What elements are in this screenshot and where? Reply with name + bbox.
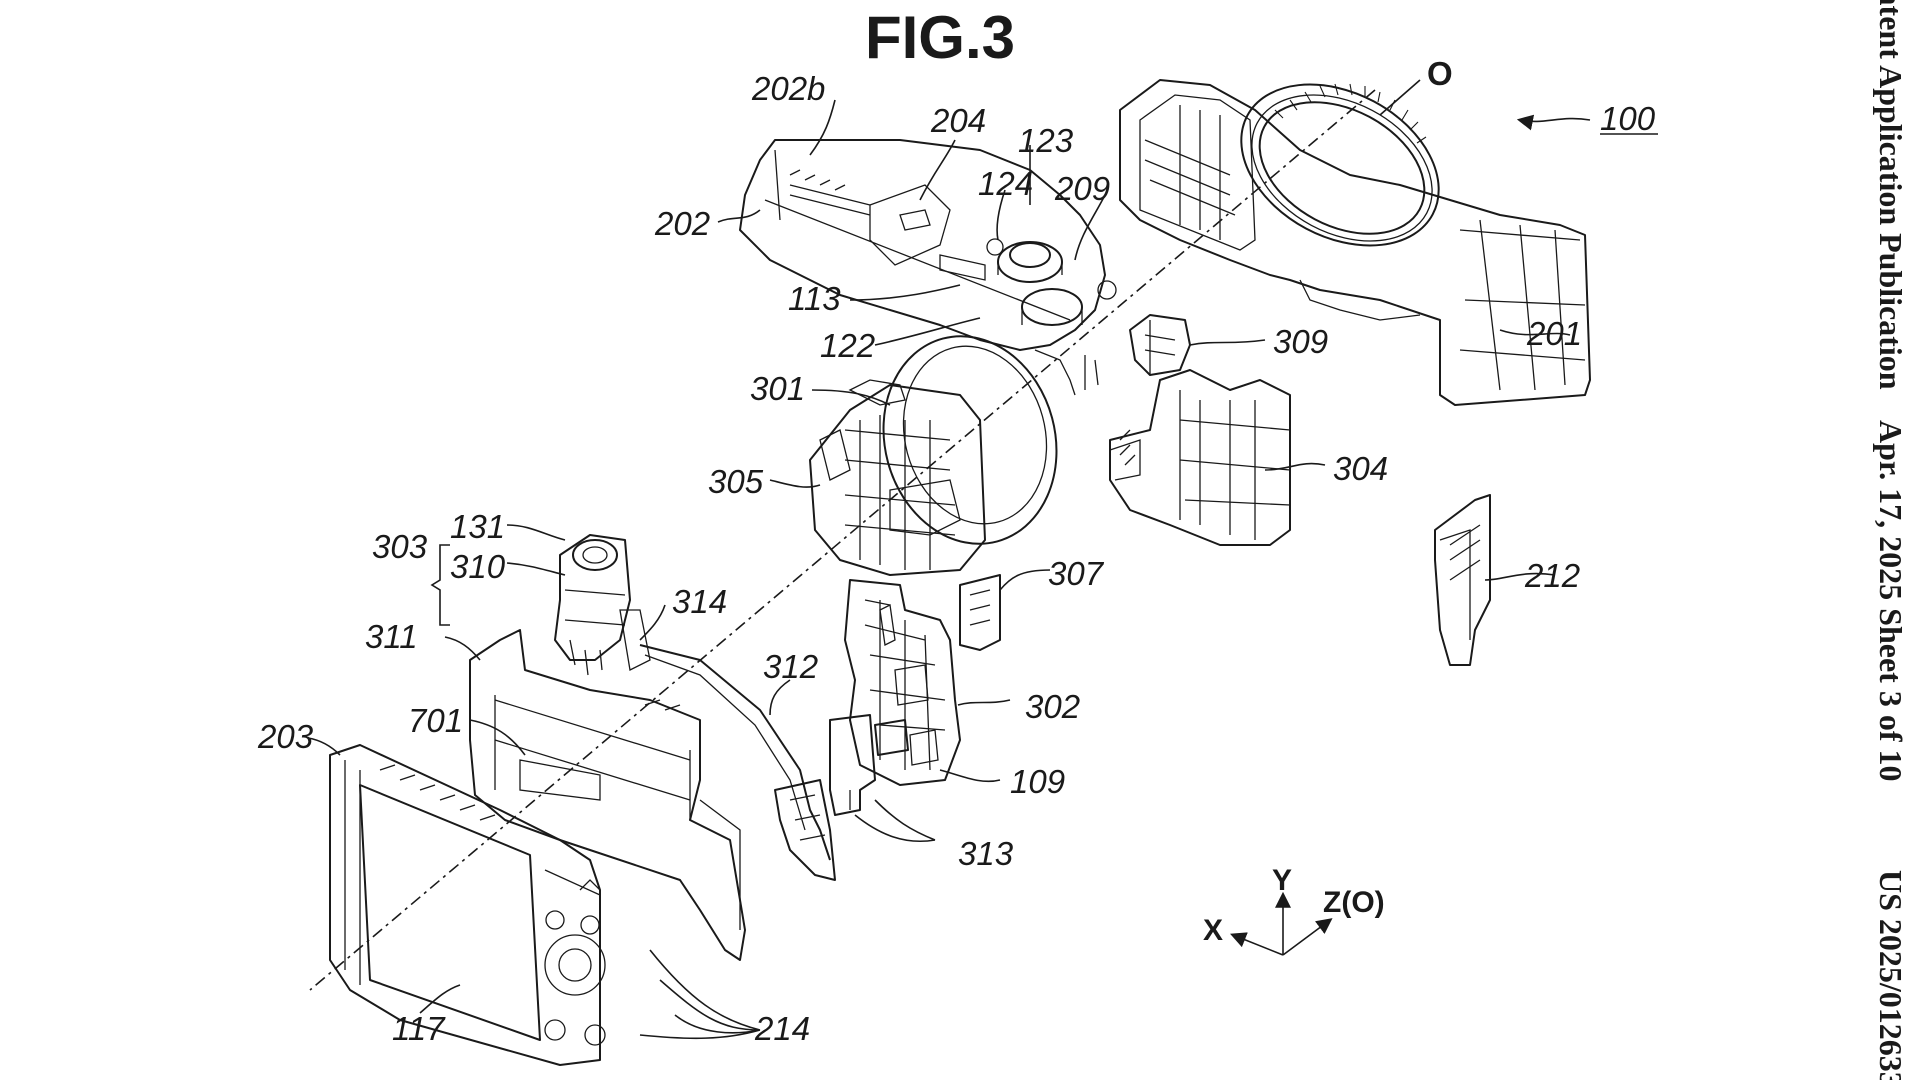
flex-cable-314-312 xyxy=(639,644,836,881)
label-304: 304 xyxy=(1333,450,1388,487)
label-307: 307 xyxy=(1048,555,1105,592)
label-309: 309 xyxy=(1273,323,1328,360)
front-cover-201 xyxy=(1119,79,1591,406)
axis-z-label: Z(O) xyxy=(1323,886,1385,919)
leader-optical-axis xyxy=(1379,79,1421,116)
axis-y-label: Y xyxy=(1272,864,1292,897)
axis-x-arrow xyxy=(1230,932,1284,956)
label-314: 314 xyxy=(672,583,727,620)
label-303: 303 xyxy=(372,528,428,565)
label-109: 109 xyxy=(1010,763,1065,800)
label-301: 301 xyxy=(750,370,805,407)
unit-309 xyxy=(1129,314,1191,376)
label-311: 311 xyxy=(365,618,418,655)
label-optical-axis: O xyxy=(1427,55,1453,92)
label-202b: 202b xyxy=(751,70,825,107)
label-201: 201 xyxy=(1526,315,1582,352)
shutter-305 xyxy=(819,429,851,481)
label-305: 305 xyxy=(708,463,764,500)
coordinate-axes: Y X Z(O) xyxy=(1203,864,1385,956)
optical-axis-line xyxy=(309,89,1376,991)
header-patent-number: US 2025/0126338 xyxy=(1873,870,1909,1080)
axis-x-label: X xyxy=(1203,914,1223,947)
label-313: 313 xyxy=(958,835,1014,872)
label-310: 310 xyxy=(450,548,506,585)
main-board-302 xyxy=(844,579,961,786)
rear-cover-203 xyxy=(329,744,606,1066)
side-cover-212 xyxy=(1434,494,1491,666)
label-302: 302 xyxy=(1025,688,1080,725)
frame-311 xyxy=(469,629,746,961)
label-122: 122 xyxy=(820,327,875,364)
axis-z-arrow xyxy=(1282,918,1333,956)
top-cover-202 xyxy=(739,139,1117,396)
label-203: 203 xyxy=(257,718,314,755)
flex-boards-313 xyxy=(829,714,909,816)
label-117: 117 xyxy=(392,1010,446,1047)
label-209: 209 xyxy=(1054,170,1110,207)
label-123: 123 xyxy=(1018,122,1074,159)
battery-holder-304 xyxy=(1109,369,1291,546)
label-214: 214 xyxy=(754,1010,810,1047)
leader-lines xyxy=(307,99,1591,1040)
label-100: 100 xyxy=(1600,100,1656,137)
label-131: 131 xyxy=(450,508,505,545)
label-124: 124 xyxy=(978,165,1033,202)
label-701: 701 xyxy=(408,702,463,739)
label-204: 204 xyxy=(930,102,986,139)
reference-labels: 100 O 201 202 202b 203 204 209 212 214 1… xyxy=(257,55,1658,1047)
label-212: 212 xyxy=(1524,557,1580,594)
lens-unit-301 xyxy=(809,335,1058,576)
side-header: Patent Application Publication Apr. 17, … xyxy=(1873,0,1909,1080)
display-117 xyxy=(359,784,541,1041)
evf-unit-303 xyxy=(554,534,651,676)
label-202: 202 xyxy=(654,205,710,242)
header-date-sheet: Apr. 17, 2025 Sheet 3 of 10 xyxy=(1873,420,1909,781)
label-312: 312 xyxy=(763,648,818,685)
figure-title: FIG.3 xyxy=(865,4,1015,71)
header-publication: Patent Application Publication xyxy=(1873,0,1909,390)
label-113: 113 xyxy=(788,280,841,317)
board-307 xyxy=(959,574,1001,651)
